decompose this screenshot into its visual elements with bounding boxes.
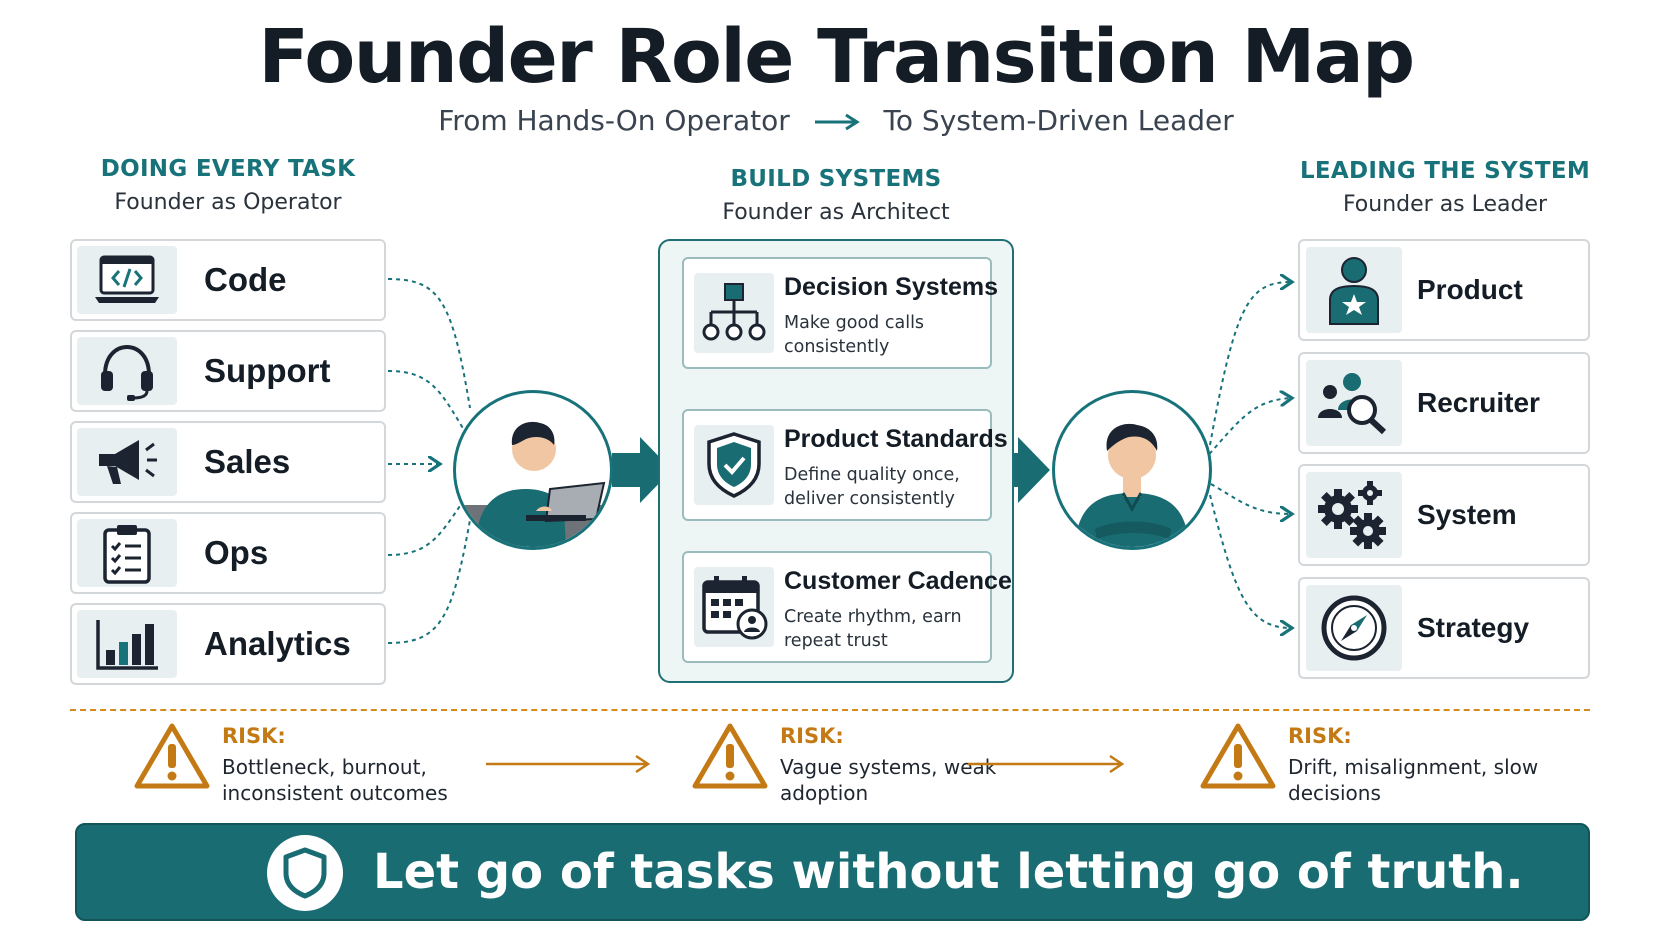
role-card-recruiter: Recruiter	[1298, 352, 1590, 454]
subtitle-to: To System-Driven Leader	[883, 104, 1234, 137]
leader-avatar	[1052, 390, 1212, 550]
operator-subheading: Founder as Operator	[114, 190, 342, 215]
arrow-right-icon	[814, 113, 860, 131]
role-label: Strategy	[1417, 612, 1530, 643]
task-card-analytics: Analytics	[70, 603, 386, 685]
leader-heading: LEADING THE SYSTEM	[1299, 158, 1591, 184]
megaphone-icon	[77, 428, 177, 496]
risk-operator: RISK: Bottleneck, burnout, inconsistent …	[134, 722, 448, 805]
task-card-sales: Sales	[70, 421, 386, 503]
people-search-icon	[1306, 360, 1402, 446]
person-star-icon	[1306, 247, 1402, 333]
shield-icon	[267, 835, 343, 911]
banner-text: Let go of tasks without letting go of tr…	[373, 844, 1524, 900]
subtitle-from: From Hands-On Operator	[438, 104, 790, 137]
system-title: Decision Systems	[784, 273, 998, 301]
task-label: Ops	[204, 534, 269, 571]
role-card-system-designer: System Designer	[1298, 464, 1590, 628]
connector-code	[387, 278, 471, 409]
role-label: Recruiter	[1417, 387, 1540, 418]
headset-icon	[77, 337, 177, 405]
system-description: Make good calls consistently	[784, 313, 925, 357]
leader-subheading: Founder as Leader	[1342, 192, 1548, 217]
operator-column-heading: DOING EVERY TASK Founder as Operator	[70, 156, 386, 215]
role-card-strategy: Strategy	[1298, 577, 1590, 679]
warning-icon	[134, 723, 210, 789]
system-description: Create rhythm, earn repeat trust	[784, 607, 962, 651]
big-arrow-to-systems	[612, 437, 672, 503]
task-label: Analytics	[204, 625, 351, 662]
risk-title: RISK:	[780, 724, 844, 748]
task-label: Support	[204, 352, 331, 389]
architect-heading: BUILD SYSTEMS	[730, 166, 942, 192]
bar-chart-icon	[77, 610, 177, 678]
leader-column-heading: LEADING THE SYSTEM Founder as Leader	[1280, 158, 1610, 217]
task-card-ops: Ops	[70, 512, 386, 594]
takeaway-banner: Let go of tasks without letting go of tr…	[75, 823, 1590, 921]
risk-description: Bottleneck, burnout, inconsistent outcom…	[222, 755, 448, 805]
systems-panel: Decision Systems Make good calls consist…	[658, 239, 1014, 683]
gears-icon	[1306, 472, 1402, 558]
system-card-customer-cadence: Customer Cadence Create rhythm, earn rep…	[682, 551, 1012, 663]
risk-description: Drift, misalignment, slow decisions	[1288, 755, 1539, 805]
operator-heading: DOING EVERY TASK	[100, 156, 356, 182]
page-subtitle: From Hands-On Operator To System-Driven …	[0, 104, 1672, 137]
connector-recruiter	[1203, 398, 1292, 461]
connector-strategy	[1209, 494, 1292, 628]
connector-ops	[387, 499, 465, 556]
risk-title: RISK:	[222, 724, 286, 748]
warning-icon	[1200, 723, 1276, 789]
compass-icon	[1306, 585, 1402, 671]
task-label: Sales	[204, 443, 291, 480]
clipboard-checklist-icon	[77, 519, 177, 587]
laptop-code-icon	[77, 246, 177, 314]
connector-system-designer	[1203, 479, 1292, 514]
architect-subheading: Founder as Architect	[722, 200, 950, 225]
risk-architect: RISK: Vague systems, weak adoption	[692, 722, 996, 805]
calendar-user-icon	[694, 567, 774, 647]
system-card-product-standards: Product Standards Define quality once, d…	[682, 409, 1008, 521]
system-description: Define quality once, deliver consistentl…	[784, 465, 960, 509]
risk-divider	[70, 709, 1590, 711]
connector-product-leader	[1209, 282, 1292, 446]
task-card-support: Support	[70, 330, 386, 412]
page-title: Founder Role Transition Map	[258, 14, 1415, 100]
shield-check-icon	[694, 425, 774, 505]
org-tree-icon	[694, 273, 774, 353]
risk-description: Vague systems, weak adoption	[780, 755, 997, 805]
risk-leader: RISK: Drift, misalignment, slow decision…	[1200, 722, 1538, 805]
connector-analytics	[387, 519, 471, 644]
risk-title: RISK:	[1288, 724, 1352, 748]
system-title: Product Standards	[784, 425, 1008, 453]
role-card-product-leader: Product Leader	[1298, 239, 1590, 403]
system-title: Customer Cadence	[784, 567, 1012, 595]
task-card-code: Code	[70, 239, 386, 321]
connector-support	[387, 370, 465, 431]
task-label: Code	[204, 261, 287, 298]
warning-icon	[692, 723, 768, 789]
architect-column-heading: BUILD SYSTEMS Founder as Architect	[658, 166, 1014, 225]
system-card-decision-systems: Decision Systems Make good calls consist…	[682, 257, 998, 369]
